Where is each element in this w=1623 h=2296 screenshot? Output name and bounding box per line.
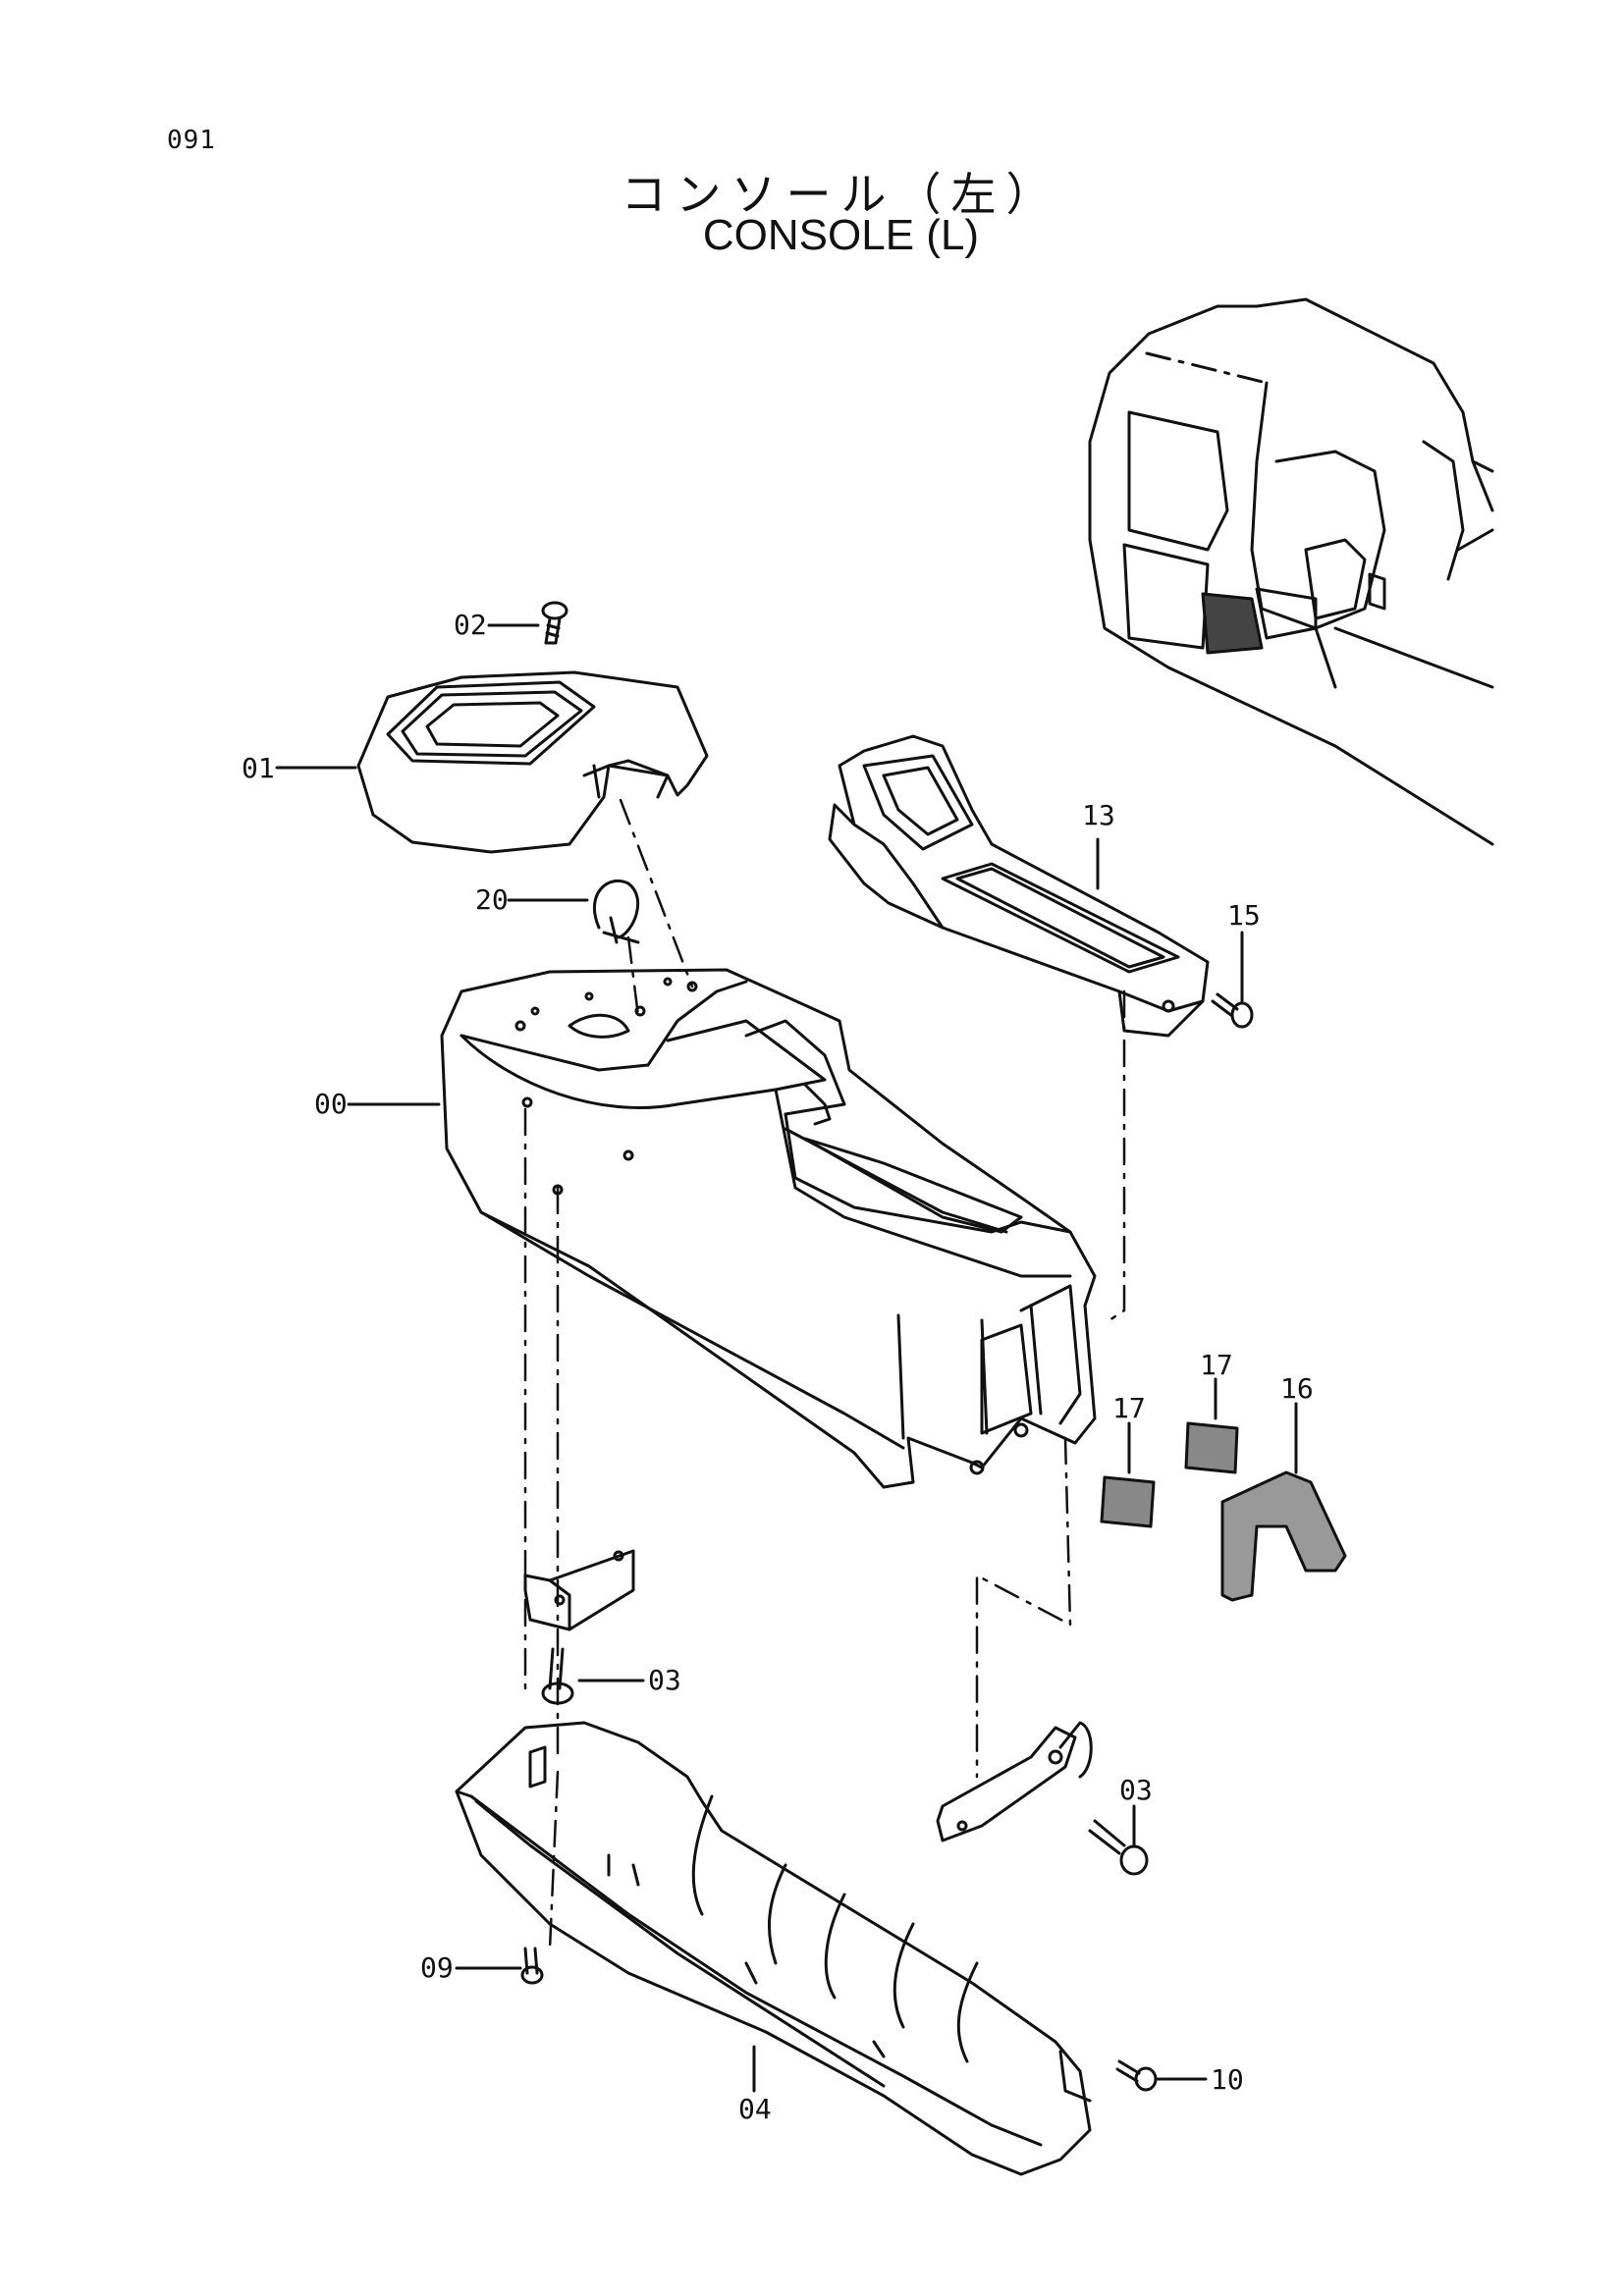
callout-09: 09	[420, 1951, 454, 1984]
bolt-03-left	[541, 1647, 574, 1705]
callout-17b: 17	[1200, 1349, 1233, 1381]
console-body-00	[440, 968, 1097, 1489]
callout-17a: 17	[1112, 1392, 1146, 1424]
page-number: 091	[167, 126, 216, 155]
callout-02: 02	[454, 609, 487, 641]
pad-17-left	[1100, 1475, 1156, 1528]
bracket-right	[936, 1721, 1093, 1842]
clamp-20	[592, 879, 640, 944]
callout-03-left: 03	[648, 1664, 681, 1696]
bolt-03-right	[1088, 1819, 1149, 1876]
callout-13: 13	[1082, 799, 1115, 831]
callout-00: 00	[314, 1088, 348, 1120]
title-japanese: コンソール（左）	[621, 168, 1061, 221]
title-english: CONSOLE (L)	[702, 211, 980, 259]
callout-15: 15	[1227, 899, 1261, 932]
callout-10: 10	[1211, 2063, 1244, 2096]
bolt-10	[1115, 2059, 1158, 2092]
pad-17-right	[1184, 1421, 1239, 1474]
cab-inset-illustration	[1088, 297, 1494, 846]
callout-16: 16	[1280, 1372, 1314, 1405]
bolt-15	[1211, 992, 1254, 1029]
callout-20: 20	[475, 883, 509, 916]
console-cover-01	[356, 670, 709, 854]
bracket-left	[523, 1549, 635, 1631]
under-cover-04	[455, 1721, 1092, 2176]
u-foam-16	[1220, 1470, 1347, 1602]
callout-01: 01	[242, 752, 275, 784]
callout-04: 04	[738, 2093, 772, 2125]
bolt-02	[541, 601, 568, 645]
attachment-lines	[523, 798, 1126, 1950]
callout-03-right: 03	[1119, 1774, 1153, 1806]
armrest-13	[828, 734, 1210, 1038]
bolt-09	[520, 1947, 544, 1985]
